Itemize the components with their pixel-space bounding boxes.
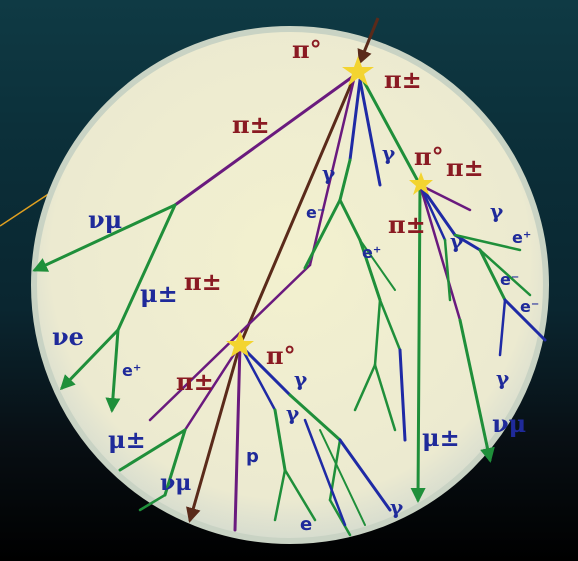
label-nu-e: νe <box>52 322 84 351</box>
label-gamma-far-right: γ <box>496 366 510 390</box>
label-nu-right: νμ <box>492 409 526 438</box>
primary-track <box>357 17 380 65</box>
label-e-minus-right-1: e⁻ <box>500 270 519 289</box>
label-e-plus-left: e⁺ <box>122 361 141 380</box>
tracks-left-branch <box>32 73 357 413</box>
label-e-minus-right-2: e⁻ <box>520 297 539 316</box>
label-mupm-bottom-left: μ± <box>108 425 146 454</box>
label-nu-mu-left: νμ <box>88 205 122 234</box>
label-pipm-top-right: π± <box>384 65 422 94</box>
label-gamma-bottom: γ <box>390 495 404 519</box>
label-pipm-left: π± <box>184 267 222 296</box>
label-pi0-center: π° <box>266 341 296 370</box>
label-gamma-center-2: γ <box>286 401 300 425</box>
label-pipm-right-lower: π± <box>388 210 426 239</box>
tracks-right-branch <box>360 76 547 503</box>
label-mupm-bottom-right: μ± <box>422 423 460 452</box>
label-e-minus-mid: e⁻ <box>306 203 325 222</box>
label-gamma-top-1: γ <box>382 141 396 165</box>
label-gamma-right-2: γ <box>450 229 464 253</box>
label-pipm-upper-left: π± <box>232 110 270 139</box>
label-pipm-right: π± <box>446 153 484 182</box>
label-mupm-left: μ± <box>140 279 178 308</box>
label-pipm-center: π± <box>176 367 214 396</box>
vertex-star-center <box>226 331 254 357</box>
vertex-star-right <box>409 172 433 195</box>
label-pi0-top: π° <box>292 35 322 64</box>
label-e-plus-right: e⁺ <box>512 228 531 247</box>
label-p: p <box>246 446 259 467</box>
particle-labels: π° π± π± γ γ π° π± e⁻ e⁺ π± γ γ e⁺ e⁻ e⁻… <box>52 35 539 535</box>
label-gamma-center-1: γ <box>294 367 308 391</box>
tracks-center-shower <box>238 343 392 537</box>
tracks-top-gammas <box>303 78 407 442</box>
vertex-star-top <box>342 56 374 86</box>
label-pi0-right: π° <box>414 142 444 171</box>
pointer-line <box>0 192 51 227</box>
label-gamma-right-1: γ <box>490 199 504 223</box>
label-e-plus-mid: e⁺ <box>362 243 381 262</box>
label-nu-mu-bottom: νμ <box>160 470 191 496</box>
label-gamma-top-2: γ <box>322 161 336 185</box>
label-e-minus-bottom: e <box>300 514 312 535</box>
